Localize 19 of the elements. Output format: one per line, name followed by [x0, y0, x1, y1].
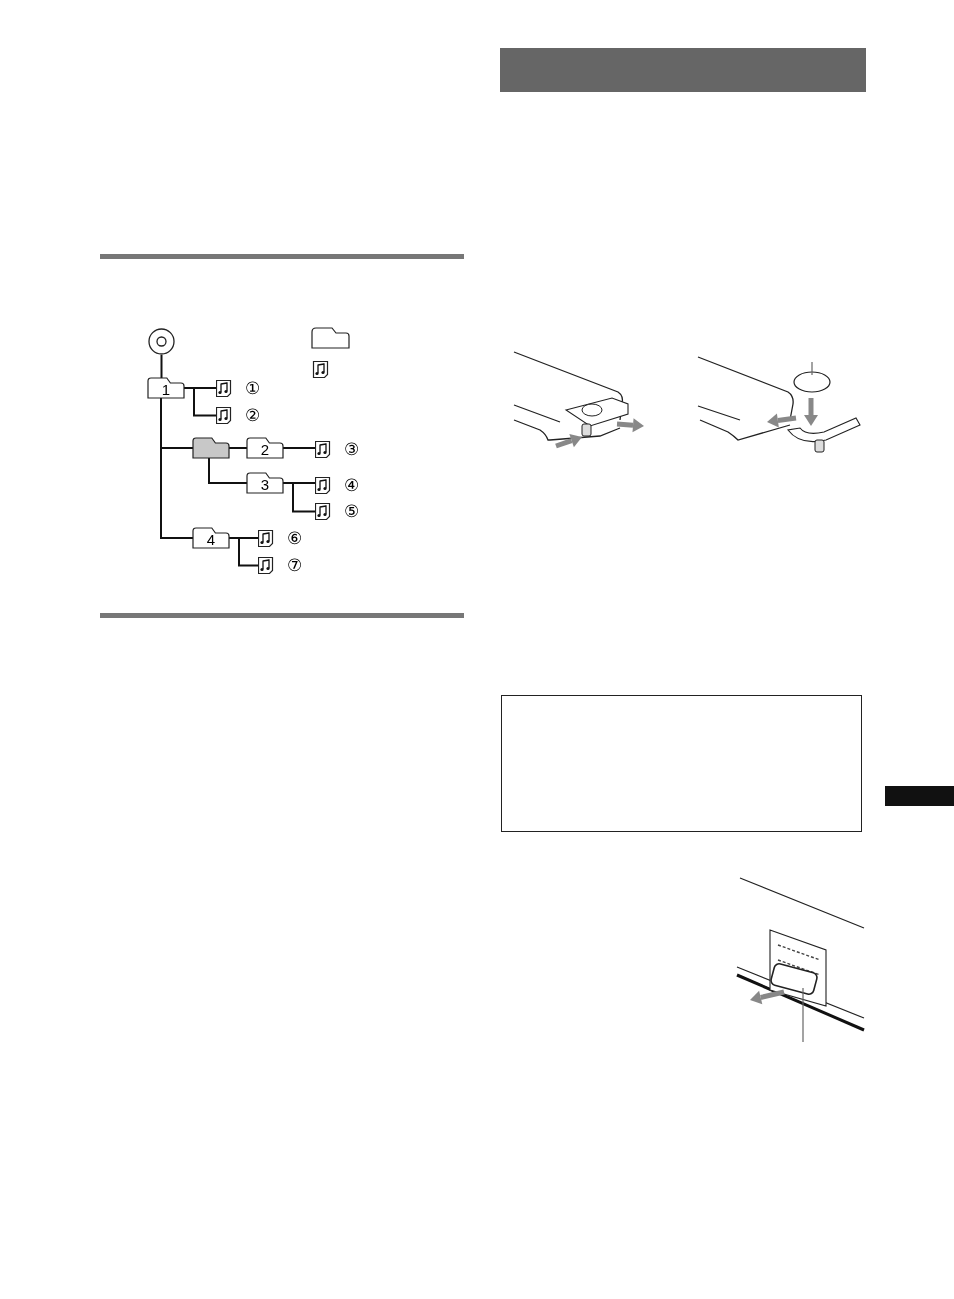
tree-line [228, 537, 259, 567]
folder-node: 4 [193, 528, 229, 548]
track-number: ③ [344, 441, 359, 459]
folder-node: 3 [247, 473, 283, 493]
tree-line [160, 397, 194, 539]
track-number: ⑥ [287, 530, 302, 548]
folder-node: 2 [247, 438, 283, 458]
track-number: ② [245, 407, 260, 425]
tree-line [160, 354, 163, 379]
shaded-folder-icon [193, 438, 229, 458]
disc-icon [148, 328, 175, 355]
track-number: ④ [344, 477, 359, 495]
track-number: ⑦ [287, 557, 302, 575]
tree-line [282, 482, 316, 513]
folder-node: 1 [148, 378, 184, 398]
tree-line [208, 457, 248, 484]
track-number: ① [245, 380, 260, 398]
track-number: ⑤ [344, 503, 359, 521]
tree-line [183, 387, 217, 417]
